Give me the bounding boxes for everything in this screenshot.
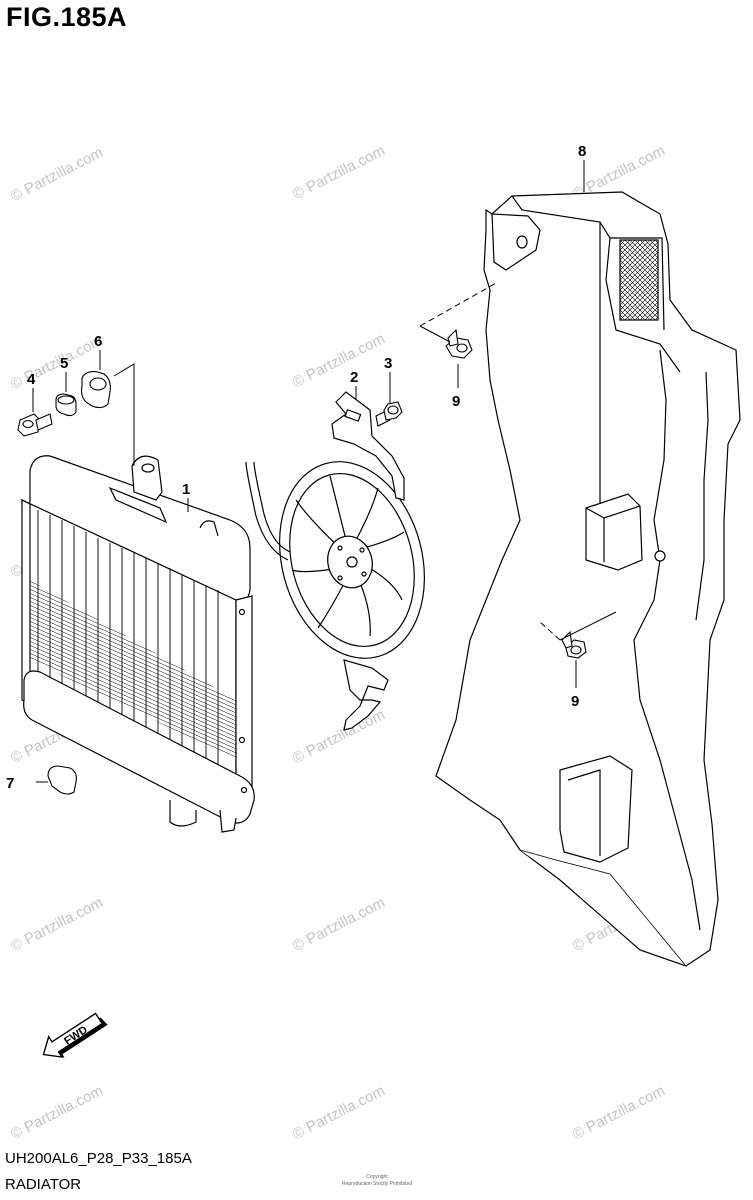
radiator-part [21,455,255,833]
fwd-arrow-icon: FWD [42,1012,108,1058]
figure-title: FIG.185A [6,2,128,32]
callout-6: 6 [94,333,102,350]
callout-3: 3 [384,355,392,372]
callout-2: 2 [350,369,358,386]
diagram-name: RADIATOR [5,1176,82,1193]
callout-7: 7 [6,775,14,792]
hardware-small-parts [17,371,111,795]
leader-lines [32,160,617,783]
shroud-cover-part [435,191,741,967]
diagram-code: UH200AL6_P28_P33_185A [5,1150,192,1167]
callout-5: 5 [60,355,68,372]
copyright-notice: Copyright Reproduction Strictly Prohibit… [312,1174,442,1188]
callout-8: 8 [578,143,586,160]
callout-9-lower: 9 [571,693,579,710]
callout-9-upper: 9 [452,393,460,410]
copyright-line-1: Copyright [366,1174,388,1180]
bolt-3-part [375,401,403,427]
copyright-line-2: Reproduction Strictly Prohibited [341,1181,413,1187]
callout-1: 1 [182,481,190,498]
callout-4: 4 [27,371,36,388]
screw-9-parts [445,328,587,659]
fan-assembly-part [245,391,425,731]
